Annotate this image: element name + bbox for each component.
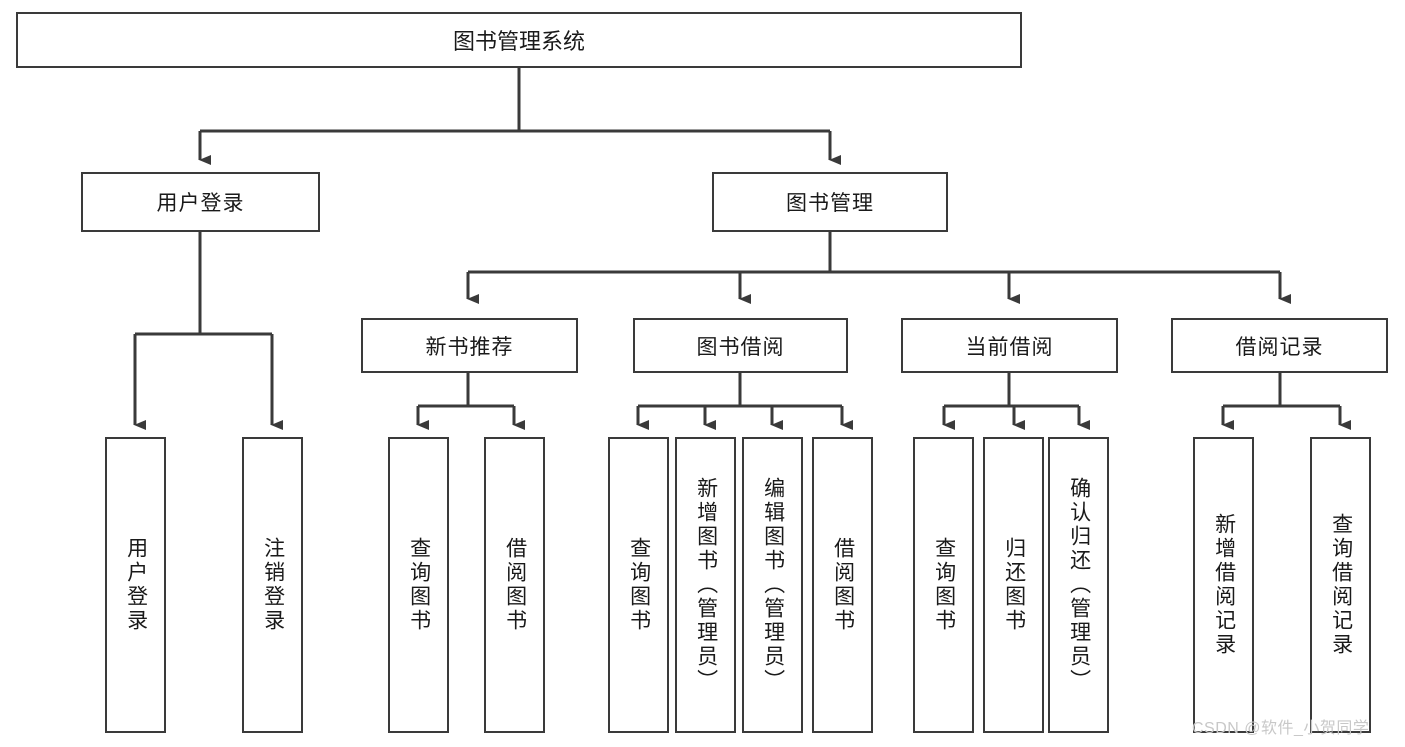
node-label: 当前借阅 [965,335,1054,359]
node-label: 图书借阅 [696,335,785,359]
node-label: 确认归还（管理员） [1067,477,1091,693]
node-current-borrow[interactable]: 当前借阅 [901,318,1118,373]
node-label: 借阅记录 [1235,335,1324,359]
leaf-record-add-record[interactable]: 新增借阅记录 [1193,437,1254,733]
node-label: 新增借阅记录 [1212,513,1236,657]
node-label: 查询借阅记录 [1329,513,1353,657]
leaf-user-login-signout[interactable]: 注销登录 [242,437,303,733]
node-label: 查询图书 [627,537,651,633]
leaf-current-confirm-return-admin[interactable]: 确认归还（管理员） [1048,437,1109,733]
node-new-book-recommend[interactable]: 新书推荐 [361,318,578,373]
node-label: 编辑图书（管理员） [761,477,785,693]
leaf-borrow-add-book-admin[interactable]: 新增图书（管理员） [675,437,736,733]
node-label: 新增图书（管理员） [694,477,718,693]
leaf-user-login-signin[interactable]: 用户登录 [105,437,166,733]
leaf-borrow-borrow-book[interactable]: 借阅图书 [812,437,873,733]
node-label: 图书管理系统 [452,29,585,54]
watermark-text: CSDN @软件_小贺同学 [1192,720,1370,737]
node-borrow-record[interactable]: 借阅记录 [1171,318,1388,373]
leaf-current-query-book[interactable]: 查询图书 [913,437,974,733]
node-label: 借阅图书 [503,537,527,633]
leaf-borrow-edit-book-admin[interactable]: 编辑图书（管理员） [742,437,803,733]
node-label: 用户登录 [156,192,245,215]
node-label: 图书管理 [786,192,874,215]
node-book-borrow[interactable]: 图书借阅 [633,318,848,373]
leaf-recommend-borrow-book[interactable]: 借阅图书 [484,437,545,733]
node-label: 借阅图书 [831,537,855,633]
leaf-record-query-record[interactable]: 查询借阅记录 [1310,437,1371,733]
node-user-login[interactable]: 用户登录 [81,172,320,232]
node-label: 新书推荐 [425,335,514,359]
leaf-recommend-query-book[interactable]: 查询图书 [388,437,449,733]
leaf-current-return-book[interactable]: 归还图书 [983,437,1044,733]
node-label: 用户登录 [124,537,148,633]
node-book-management[interactable]: 图书管理 [712,172,948,232]
leaf-borrow-query-book[interactable]: 查询图书 [608,437,669,733]
node-label: 注销登录 [261,537,285,633]
node-root-book-management-system[interactable]: 图书管理系统 [16,12,1022,68]
node-label: 查询图书 [932,537,956,633]
node-label: 查询图书 [407,537,431,633]
node-label: 归还图书 [1002,537,1026,633]
